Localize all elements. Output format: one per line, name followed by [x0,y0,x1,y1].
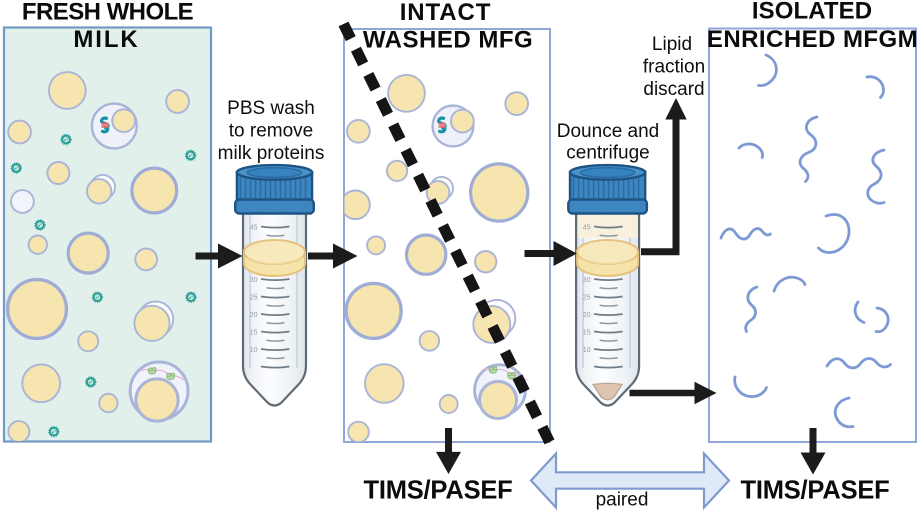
svg-text:ISOLATED: ISOLATED [752,0,872,25]
svg-text:25: 25 [250,295,258,302]
svg-text:FRESH WHOLE: FRESH WHOLE [22,0,194,26]
svg-text:15: 15 [583,330,591,337]
svg-text:INTACT: INTACT [400,0,492,26]
svg-text:fraction: fraction [643,57,705,78]
svg-text:TIMS/PASEF: TIMS/PASEF [363,477,512,505]
svg-text:30: 30 [250,277,258,284]
svg-text:Dounce and: Dounce and [557,121,659,142]
svg-text:PBS wash: PBS wash [227,98,315,119]
svg-text:Lipid: Lipid [652,34,692,55]
svg-text:45: 45 [583,225,591,232]
svg-text:30: 30 [583,277,591,284]
svg-text:25: 25 [583,295,591,302]
svg-text:10: 10 [583,347,591,354]
svg-text:centrifuge: centrifuge [566,143,649,164]
svg-text:TIMS/PASEF: TIMS/PASEF [740,477,889,505]
svg-text:paired: paired [596,490,649,511]
svg-text:discard: discard [643,79,704,100]
svg-text:MILK: MILK [73,26,139,53]
svg-text:20: 20 [250,312,258,319]
svg-text:to remove: to remove [229,121,313,142]
svg-text:10: 10 [250,347,258,354]
svg-text:WASHED MFG: WASHED MFG [363,27,533,54]
svg-text:20: 20 [583,312,591,319]
svg-text:15: 15 [250,330,258,337]
svg-text:45: 45 [250,225,258,232]
svg-text:ENRICHED MFGM: ENRICHED MFGM [707,26,918,53]
svg-text:milk proteins: milk proteins [218,143,325,164]
